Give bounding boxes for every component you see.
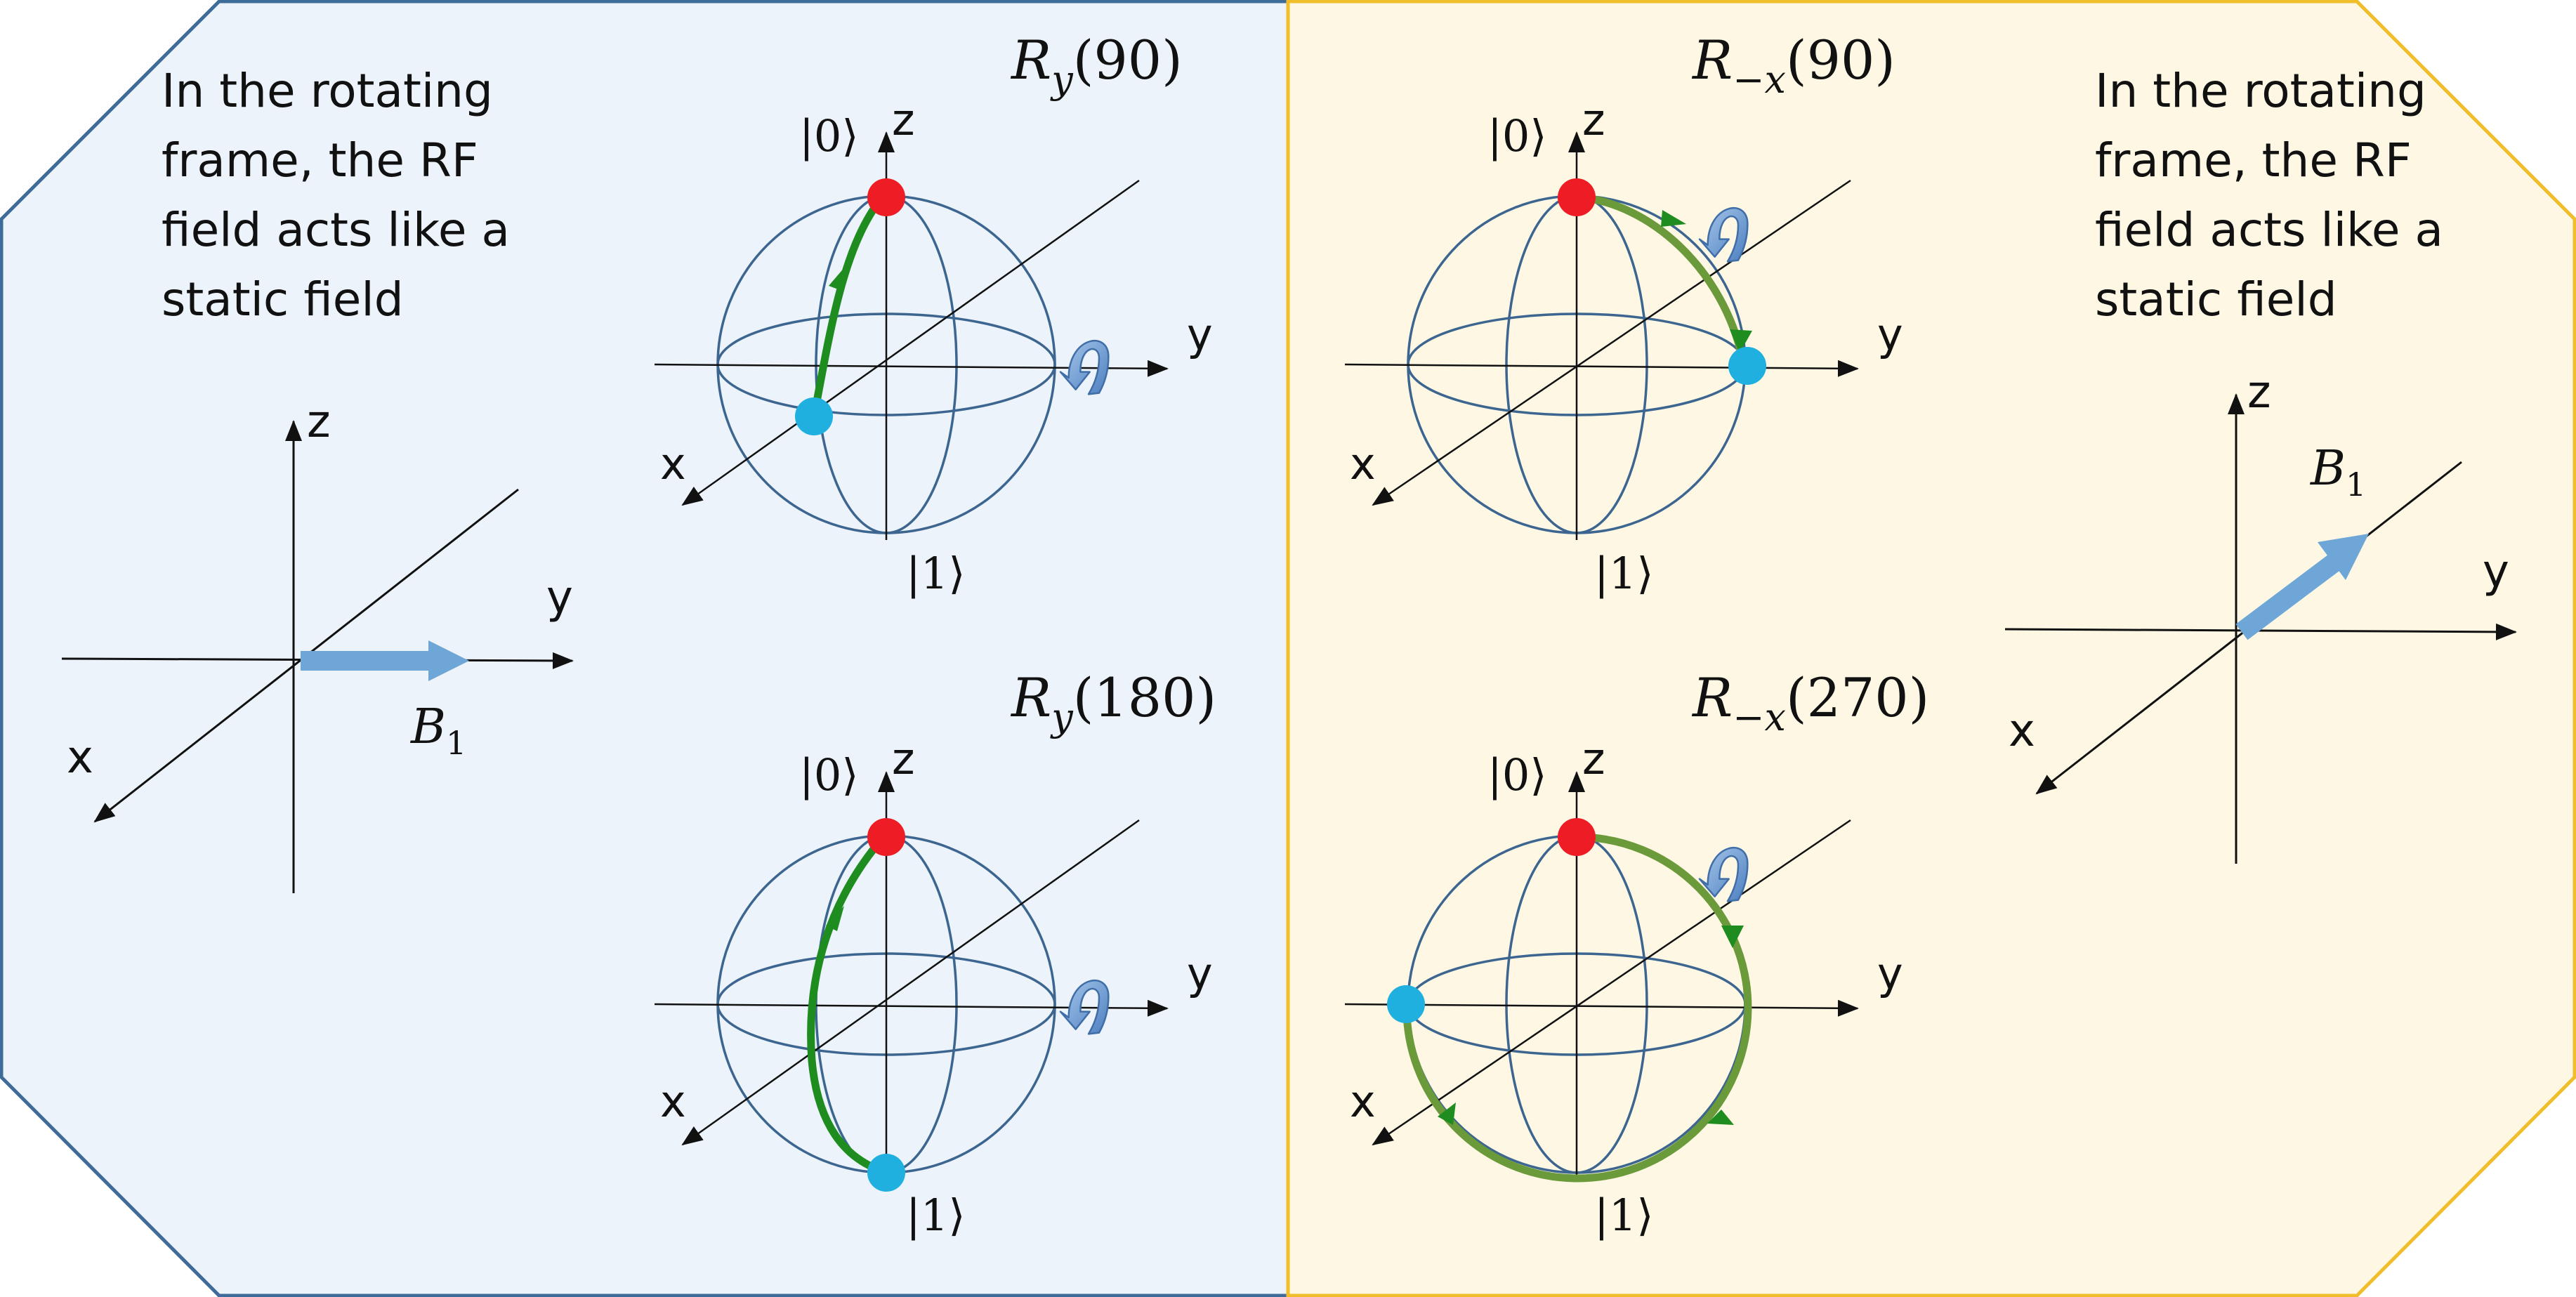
sphere-rmx270-y-label: y [1877,948,1903,999]
x-axis [681,179,1140,506]
path-arrowhead [1661,210,1686,227]
state-end-dot [1387,985,1425,1023]
left-caption-line-3: field acts like a [162,203,510,257]
right-caption-line-2: frame, the RF [2095,133,2412,187]
sphere-ry90-ket-top: |0⟩ [799,110,859,162]
sphere-rmx270-x-label: x [1350,1076,1376,1127]
state-start-dot [867,818,905,856]
left-z-label: z [307,396,331,448]
sphere-ry90-y-label: y [1187,309,1213,360]
left-caption-line-2: frame, the RF [162,133,478,187]
sphere-rmx270-ket-bottom: |1⟩ [1594,1190,1654,1241]
left-caption-line-1: In the rotating [162,64,493,118]
left-caption: In the rotating frame, the RF field acts… [162,64,510,327]
rotation-path [1579,193,1748,366]
sphere-ry90-title: Ry(90) [1010,29,1183,102]
sphere-ry180-x-label: x [660,1076,686,1127]
path-arrowhead [829,266,846,290]
path-arrowhead [1438,1102,1456,1125]
right-panel [1286,0,2576,1297]
state-end-dot [1728,347,1766,385]
y-axis [654,999,1169,1017]
right-y-label: y [2483,546,2509,598]
left-caption-line-4: static field [162,272,404,327]
sphere-rmx270-z-label: z [1582,733,1605,784]
path-arrowhead [1707,1110,1734,1125]
x-axis [681,819,1140,1146]
path-arrowhead [1730,329,1752,353]
sphere-rmx90-ket-top: |0⟩ [1487,110,1547,162]
rotation-path [807,834,887,1176]
y-axis [1344,999,1859,1017]
right-b1-arrow-icon [2235,534,2369,640]
state-end-dot [795,397,833,435]
state-start-dot [1558,178,1596,216]
sphere-rmx90-title: R−x(90) [1691,29,1895,102]
sphere-rmx270 [1344,771,1859,1183]
right-y-axis [2004,623,2517,640]
left-y-label: y [546,572,573,624]
left-b1-label: B1 [409,699,466,762]
right-x-label: x [2009,705,2035,757]
sphere-ry180 [654,771,1169,1192]
sphere-ry180-ket-bottom: |1⟩ [906,1190,966,1241]
sphere-rmx270-ket-top: |0⟩ [1487,749,1547,801]
left-b1-arrow-icon [301,640,469,681]
sphere-rmx90-ket-bottom: |1⟩ [1594,548,1654,599]
rotation-path [809,195,886,422]
sphere-rmx90-y-label: y [1877,309,1903,360]
path-arrowhead [1721,926,1744,948]
sphere-ry90-ket-bottom: |1⟩ [906,548,966,599]
sphere-ry90-x-label: x [660,438,686,489]
state-end-dot [867,1154,905,1192]
x-axis [1372,819,1851,1146]
sphere-rmx90-x-label: x [1350,438,1376,489]
right-caption-line-1: In the rotating [2095,64,2426,118]
y-axis [654,360,1169,377]
state-start-dot [1558,818,1596,856]
sphere-ry90 [654,131,1169,540]
left-x-label: x [67,732,93,784]
right-caption-line-3: field acts like a [2095,203,2443,257]
sphere-rmx90-z-label: z [1582,94,1605,145]
sphere-rmx90 [1344,131,1859,540]
path-arrowhead [826,906,844,931]
right-b1-label: B1 [2309,441,2366,503]
sphere-ry90-z-label: z [892,94,915,145]
sphere-ry180-ket-top: |0⟩ [799,749,859,801]
sphere-ry180-y-label: y [1187,948,1213,999]
sphere-ry180-z-label: z [892,733,915,784]
sphere-rmx270-title: R−x(270) [1691,666,1929,739]
x-axis [1372,179,1851,506]
sphere-ry180-title: Ry(180) [1010,666,1216,739]
y-axis [1344,360,1859,377]
right-z-label: z [2247,367,2271,419]
right-caption: In the rotating frame, the RF field acts… [2095,64,2443,327]
state-start-dot [867,178,905,216]
left-panel [0,0,1290,1297]
right-caption-line-4: static field [2095,272,2337,327]
